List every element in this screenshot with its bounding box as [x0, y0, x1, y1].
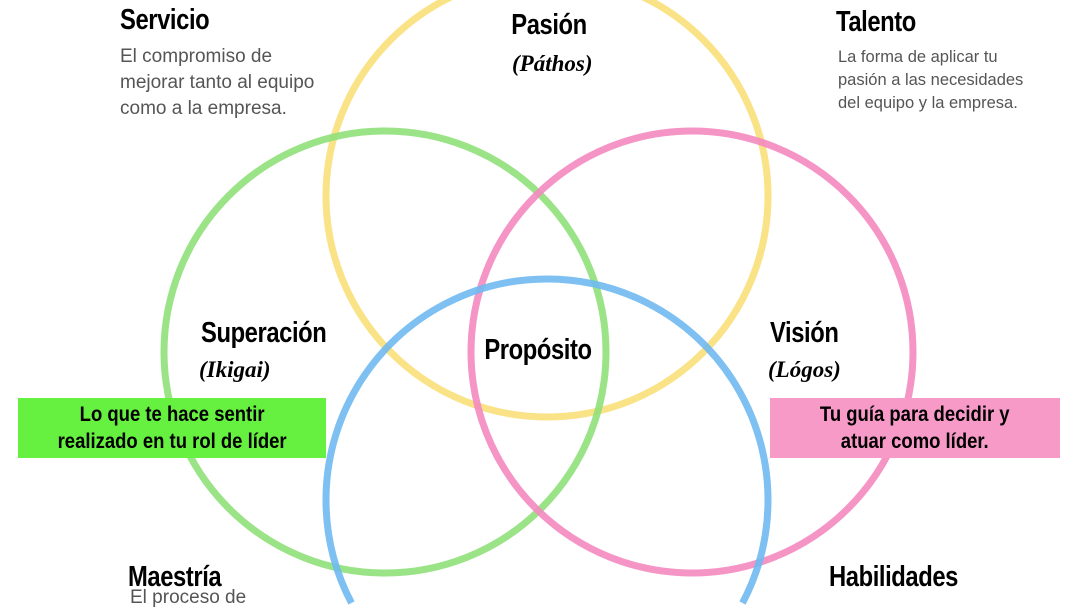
- vision-box-line: Tu guía para decidir y: [820, 403, 1010, 426]
- pasion-circle: [322, 0, 772, 421]
- superacion-title: Superación: [201, 317, 327, 349]
- vision-circle: [467, 127, 917, 577]
- superacion-box-line: Lo que te hace sentir: [79, 403, 265, 426]
- pasion-title: Pasión: [511, 9, 587, 41]
- vision-title: Visión: [770, 317, 839, 349]
- talento-description: La forma de aplicar tu pasión a las nece…: [838, 48, 1024, 112]
- vision-box: Tu guía para decidir y atuar como líder.: [770, 398, 1060, 458]
- vision-box-line: atuar como líder.: [841, 430, 989, 453]
- talento-title: Talento: [836, 6, 916, 38]
- maestria-title: Maestría: [128, 561, 222, 593]
- maestria-description: El proceso de: [130, 587, 247, 608]
- vision-subtitle: (Lógos): [768, 357, 841, 382]
- servicio-title: Servicio: [120, 4, 210, 36]
- habilidades-title: Habilidades: [829, 561, 958, 593]
- pasion-subtitle: (Páthos): [512, 51, 593, 76]
- superacion-box-line: realizado en tu rol de líder: [57, 430, 287, 453]
- superacion-circle: [160, 127, 610, 577]
- maestria-circle: [322, 275, 772, 605]
- proposito-title: Propósito: [484, 334, 592, 366]
- superacion-box: Lo que te hace sentir realizado en tu ro…: [18, 398, 326, 458]
- superacion-subtitle: (Ikigai): [199, 357, 271, 382]
- servicio-description: El compromiso de mejorar tanto al equipo…: [120, 46, 315, 119]
